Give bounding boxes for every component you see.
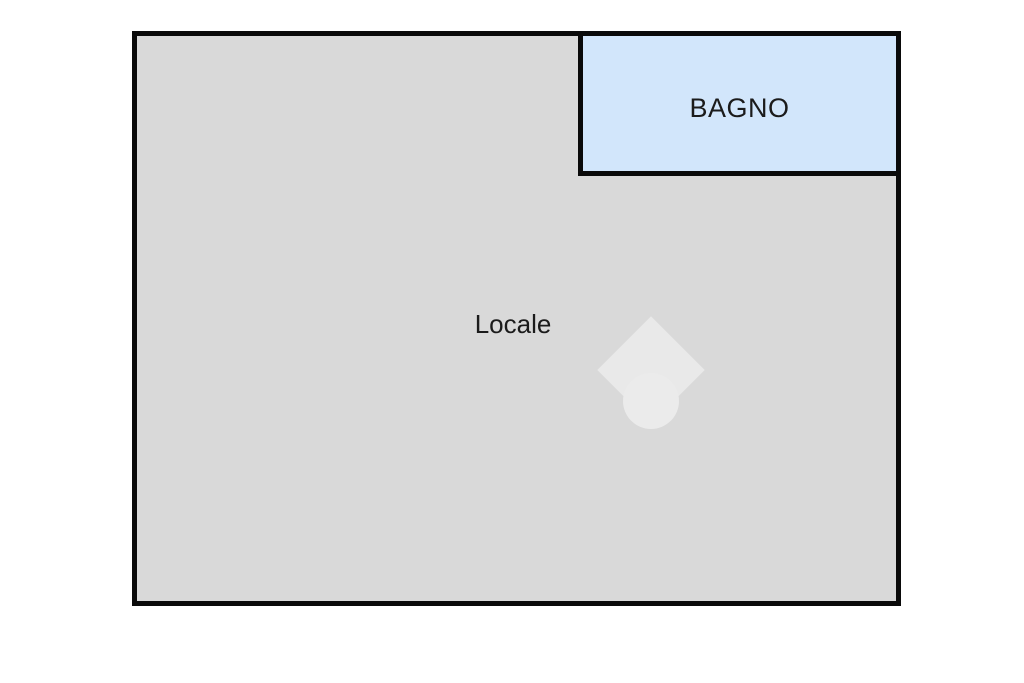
room-label-bagno: BAGNO	[689, 93, 790, 123]
room-label-locale: Locale	[474, 309, 552, 339]
watermark-diamond-shape	[597, 316, 705, 424]
watermark-circle-shape	[623, 373, 679, 429]
room-bagno	[578, 31, 901, 176]
